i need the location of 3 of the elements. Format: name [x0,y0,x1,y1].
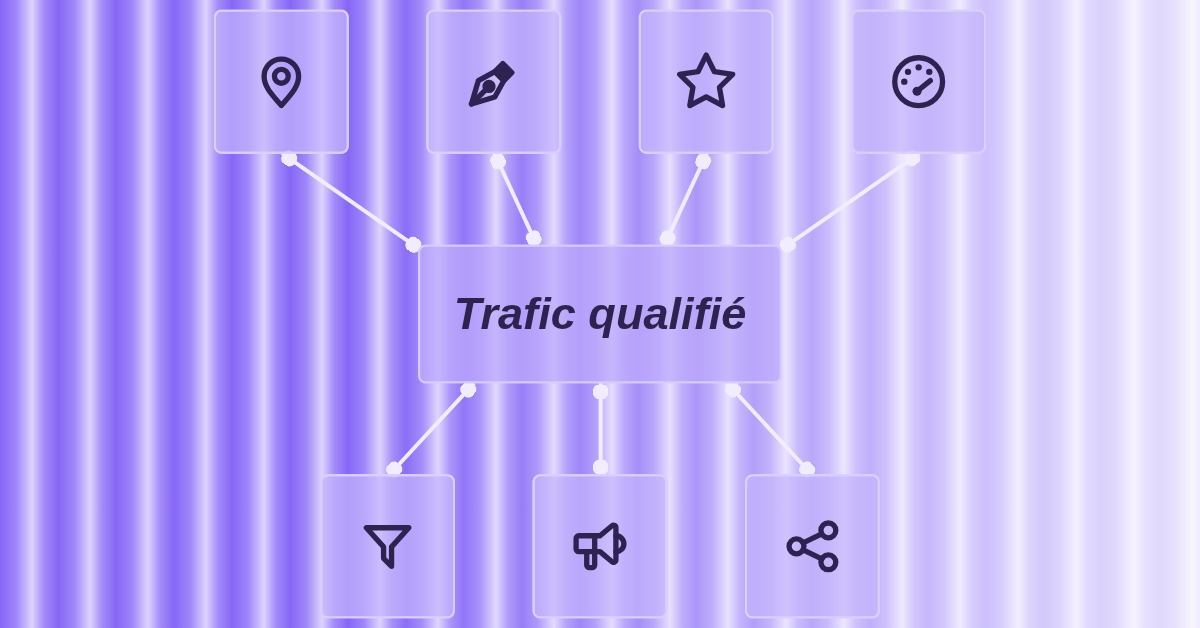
connector [659,152,712,248]
connector [490,152,542,248]
connector [592,383,609,476]
